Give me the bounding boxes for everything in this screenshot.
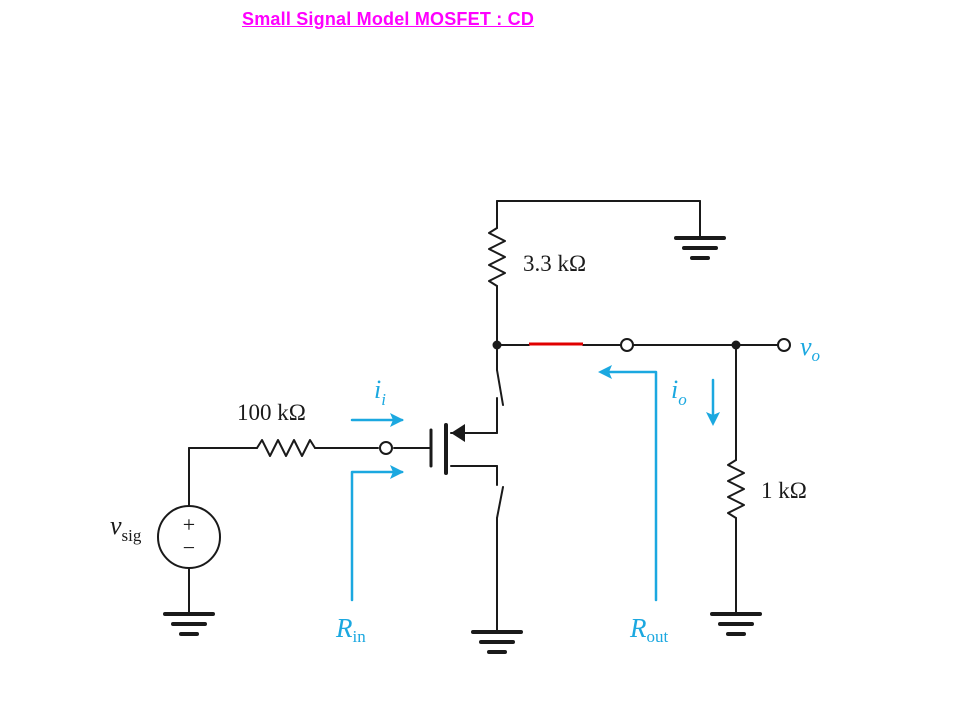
label-r-sig: 100 kΩ — [237, 400, 306, 425]
ii-arrowhead — [390, 413, 404, 427]
rin-arrowhead — [390, 465, 404, 479]
rin-bracket — [350, 470, 404, 602]
wire-drain-lead-b — [496, 369, 504, 406]
label-r-load: 1 kΩ — [761, 478, 807, 503]
ground-vsig-icon — [163, 612, 215, 636]
node-drain — [492, 340, 502, 350]
resistor-100k — [256, 439, 316, 457]
resistor-3k3 — [488, 227, 506, 287]
ground-source-icon — [471, 630, 523, 654]
label-io: io — [671, 375, 687, 409]
page-title: Small Signal Model MOSFET : CD — [242, 9, 535, 29]
label-plus: + — [183, 512, 195, 537]
resistor-1k — [727, 459, 745, 519]
vsig-source — [157, 505, 221, 569]
terminal-vo — [777, 338, 791, 352]
terminal-gate — [379, 441, 393, 455]
ground-top-icon — [674, 236, 726, 260]
wire-source-lead-b — [496, 486, 504, 519]
label-rin: Rin — [335, 613, 366, 646]
label-ii: ii — [374, 375, 386, 409]
label-vo: vo — [800, 332, 820, 365]
io-arrowhead — [706, 412, 720, 426]
node-output — [731, 340, 741, 350]
rout-arrowhead — [598, 365, 612, 379]
terminal-output-a — [620, 338, 634, 352]
label-minus: − — [183, 535, 195, 560]
ground-load-icon — [710, 612, 762, 636]
rout-bracket — [600, 370, 658, 602]
label-vsig: vsig — [110, 511, 142, 545]
label-rout: Rout — [629, 613, 669, 646]
mosfet-arrow — [451, 424, 465, 442]
label-r-drain: 3.3 kΩ — [523, 251, 586, 276]
